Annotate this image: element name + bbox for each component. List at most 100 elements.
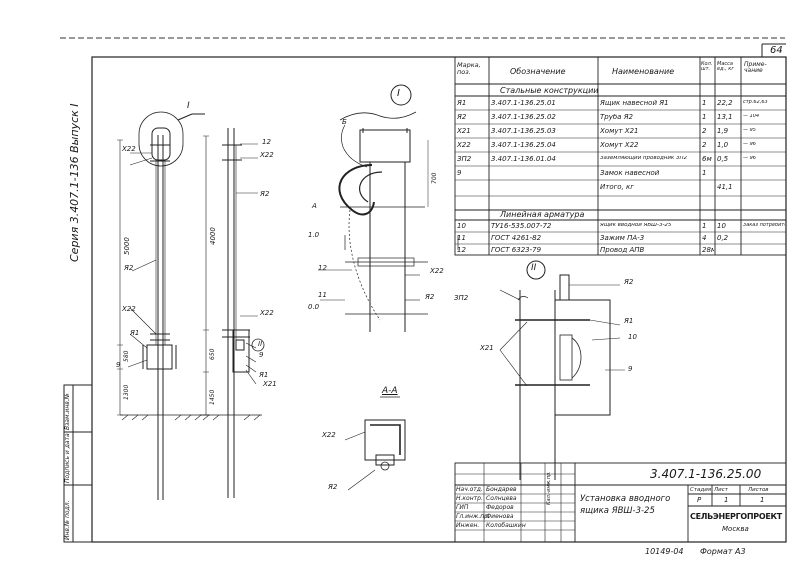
spec-row1-cell: 1,0 xyxy=(717,142,729,149)
spec-row1-cell: стр.62,63 xyxy=(743,100,768,105)
spec-row1-cell: Итого, кг xyxy=(600,184,634,191)
title-block-grid xyxy=(454,462,787,543)
callout-label: Я2 xyxy=(624,278,634,286)
stage-value: Р xyxy=(697,496,702,504)
spec-row1-cell: Х22 xyxy=(457,142,471,149)
callout-label: Х22 xyxy=(122,305,136,313)
strip-label-1: Взам.инв.№ xyxy=(64,393,71,430)
spec-row1-cell: Заземляющий проводник ЗП2 xyxy=(600,156,688,161)
spec-row1-cell: Ящик навесной Я1 xyxy=(600,100,669,107)
stamp-name: Бондарев xyxy=(486,486,517,493)
callout-label: Х21 xyxy=(480,344,494,352)
pole-side-view xyxy=(200,128,265,498)
spec-header-name: Наименование xyxy=(612,67,675,76)
callout-label: 10 xyxy=(628,333,637,341)
spec-row2-cell: 10 xyxy=(717,223,726,230)
callout-label: Я1 xyxy=(259,371,269,379)
spec-row2-cell: ТУ16-535.007-72 xyxy=(491,223,552,230)
dim-1300: 1300 xyxy=(123,384,130,400)
spec-row1-cell: 1,9 xyxy=(717,128,729,135)
callout-label: 11 xyxy=(318,291,327,299)
spec-section-steel: Стальные конструкции xyxy=(500,86,599,95)
spec-row1-cell: 41,1 xyxy=(717,184,733,191)
callout-view-II: II xyxy=(258,340,263,348)
spec-row1-cell: 3.407.1-136.25.02 xyxy=(491,114,556,121)
callout-label: 1.0 xyxy=(308,231,320,239)
spec-row2-cell: 12 xyxy=(457,247,466,254)
spec-row2-cell: 11 xyxy=(457,235,466,242)
callout-label: Б xyxy=(342,118,347,126)
spec-row2-cell: ГОСТ 6323-79 xyxy=(491,247,542,254)
spec-row2-cell: ГОСТ 4261-82 xyxy=(491,235,542,242)
hdr-sheets: Листов xyxy=(748,487,769,493)
spec-row2-cell: 0,2 xyxy=(717,235,729,242)
callout-label: 12 xyxy=(318,264,327,272)
left-strip xyxy=(63,384,93,543)
spec-row1-cell: Я1 xyxy=(457,100,467,107)
spec-row1-cell: 3.407.1-136.25.04 xyxy=(491,142,556,149)
spec-row1-cell: 22,2 xyxy=(717,100,733,107)
callout-label: Х22 xyxy=(260,151,274,159)
spec-row1-cell: 13,1 xyxy=(717,114,733,121)
stamp-name: Фиенова xyxy=(486,513,514,520)
spec-row1-cell: ЗП2 xyxy=(457,156,472,163)
spec-row2-cell: 10 xyxy=(457,223,466,230)
callout-label: ЗП2 xyxy=(454,294,469,302)
callout-label: Х22 xyxy=(322,431,336,439)
callout-label: Я2 xyxy=(425,293,435,301)
callout-label: Я2 xyxy=(328,483,338,491)
stamp-role: Гл.инж.пр. xyxy=(456,513,490,520)
spec-table-grid xyxy=(454,56,787,256)
hdr-stage: Стадия xyxy=(690,487,712,493)
spec-row2-cell: Провод АПВ xyxy=(600,247,645,254)
sheet-frame xyxy=(91,56,787,543)
dim-1450: 1450 xyxy=(209,389,216,405)
spec-header-note: Приме-чание xyxy=(744,61,767,74)
spec-header-qty: Кол. шт. xyxy=(701,61,713,72)
sheets-total-value: 1 xyxy=(760,496,765,504)
spec-row1-cell: — 95 xyxy=(743,128,756,133)
stamp-role: ГИП xyxy=(456,504,469,511)
spec-row1-cell: 9 xyxy=(457,170,462,177)
dim-5000: 5000 xyxy=(123,237,131,255)
spec-row1-cell: Замок навесной xyxy=(600,170,660,177)
org-city: Москва xyxy=(722,525,749,533)
spec-row1-cell: — 104 xyxy=(743,114,760,119)
dim-700: 700 xyxy=(431,172,438,184)
dim-580: 580 xyxy=(123,350,130,362)
view-I-label: I xyxy=(397,88,400,99)
spec-row1-cell: 0,5 xyxy=(717,156,729,163)
callout-label: 12 xyxy=(262,138,271,146)
detail-I xyxy=(318,84,459,332)
spec-row1-cell: 1 xyxy=(702,170,707,177)
dim-4000: 4000 xyxy=(209,227,217,245)
spec-row2-cell: Ящик вводной ЯВШ-3-25 xyxy=(600,223,672,228)
callout-label: 9 xyxy=(628,365,633,373)
dim-650: 650 xyxy=(209,348,216,360)
callout-label: 9 xyxy=(116,361,121,369)
detail-II xyxy=(499,260,625,480)
callout-label: Я1 xyxy=(130,329,140,337)
sheet-value: 1 xyxy=(724,496,729,504)
format-label: Формат А3 xyxy=(700,547,746,556)
callout-label: Х22 xyxy=(122,145,136,153)
spec-row1-cell: Хомут Х21 xyxy=(600,128,639,135)
spec-row2-cell: 4 xyxy=(702,235,707,242)
stamp-role: Инжен. xyxy=(456,522,480,529)
spec-row2-cell: Зажим ПА-3 xyxy=(600,235,645,242)
callout-label: Х22 xyxy=(260,309,274,317)
stamp-role: Нач.отд. xyxy=(456,486,483,493)
org-name: СЕЛЬЭНЕРГОПРОЕКТ xyxy=(690,512,782,521)
spec-row1-cell: 3.407.1-136.25.03 xyxy=(491,128,556,135)
page-number: 64 xyxy=(770,45,783,56)
view-II-label: II xyxy=(531,263,537,273)
spec-header-mass: Масса ед., кг xyxy=(717,61,734,72)
title-line-1: Установка вводного xyxy=(580,494,671,504)
spec-row1-cell: — 96 xyxy=(743,142,756,147)
bottom-code: 10149-04 xyxy=(645,547,684,556)
hdr-sheet: Лист xyxy=(714,487,728,493)
spec-row1-cell: Хомут Х22 xyxy=(600,142,639,149)
pole-front-view xyxy=(117,111,210,500)
spec-header-mark: Марка, поз. xyxy=(457,61,481,76)
